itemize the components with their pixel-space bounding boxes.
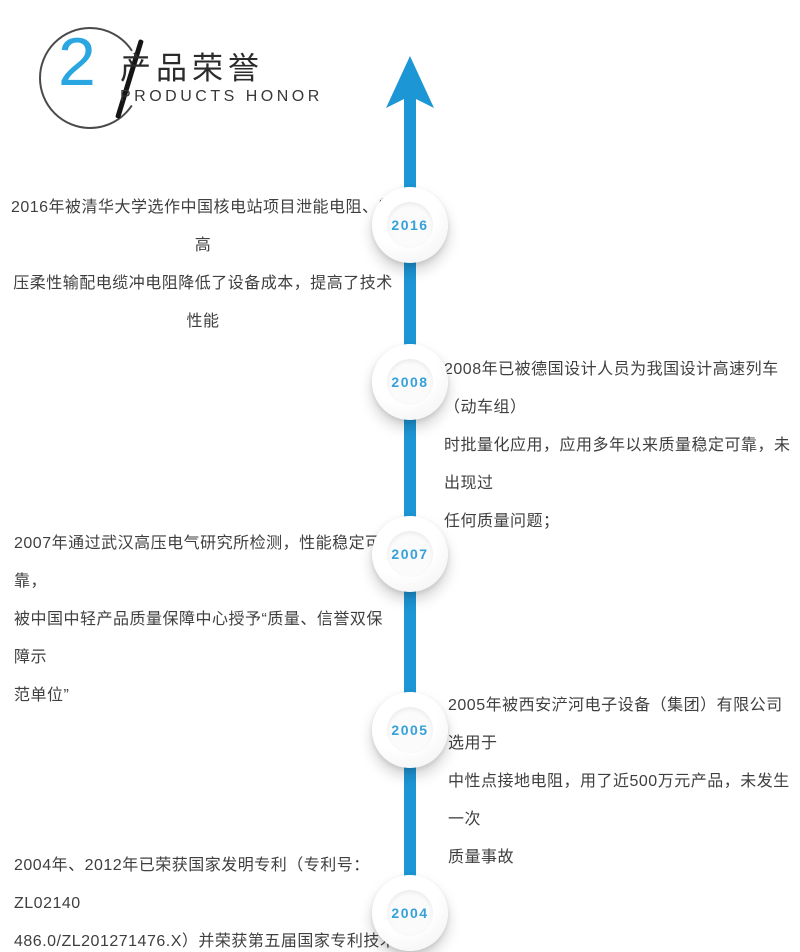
timeline-year-label: 2004: [391, 905, 429, 921]
up-arrow-icon: [386, 56, 434, 108]
timeline-node-2007: 2007: [372, 516, 448, 592]
timeline-node-2004: 2004: [372, 875, 448, 951]
timeline-node-inner: 2007: [387, 531, 433, 577]
timeline-entry-text-2005: 2005年被西安浐河电子设备（集团）有限公司选用于 中性点接地电阻，用了近500…: [448, 697, 790, 866]
timeline-year-label: 2016: [391, 217, 429, 233]
page-subtitle: PRODUCTS HONOR: [120, 88, 323, 106]
timeline-year-label: 2007: [391, 546, 429, 562]
timeline-year-label: 2005: [391, 722, 429, 738]
timeline-node-inner: 2016: [387, 202, 433, 248]
timeline-line: [404, 96, 416, 890]
section-number: 2: [58, 24, 96, 100]
timeline-node-inner: 2008: [387, 359, 433, 405]
timeline-node-2016: 2016: [372, 187, 448, 263]
timeline-entry-text-2016: 2016年被清华大学选作中国核电站项目泄能电阻、特高 压柔性输配电缆冲电阻降低了…: [10, 199, 396, 330]
timeline-node-2008: 2008: [372, 344, 448, 420]
timeline-node-inner: 2005: [387, 707, 433, 753]
timeline-year-label: 2008: [391, 374, 429, 390]
timeline-entry-text-2008: 2008年已被德国设计人员为我国设计高速列车（动车组） 时批量化应用，应用多年以…: [444, 361, 791, 530]
timeline-node-2005: 2005: [372, 692, 448, 768]
section-ring-icon: [39, 27, 141, 129]
timeline-entry-text-2004: 2004年、2012年已荣获国家发明专利（专利号：ZL02140 486.0/Z…: [14, 857, 396, 950]
timeline-node-inner: 2004: [387, 890, 433, 936]
timeline-entry-text-2007: 2007年通过武汉高压电气研究所检测，性能稳定可靠， 被中国中轻产品质量保障中心…: [14, 535, 383, 704]
header-titles: 产品荣誉 PRODUCTS HONOR: [120, 50, 323, 106]
page-title: 产品荣誉: [120, 51, 264, 86]
